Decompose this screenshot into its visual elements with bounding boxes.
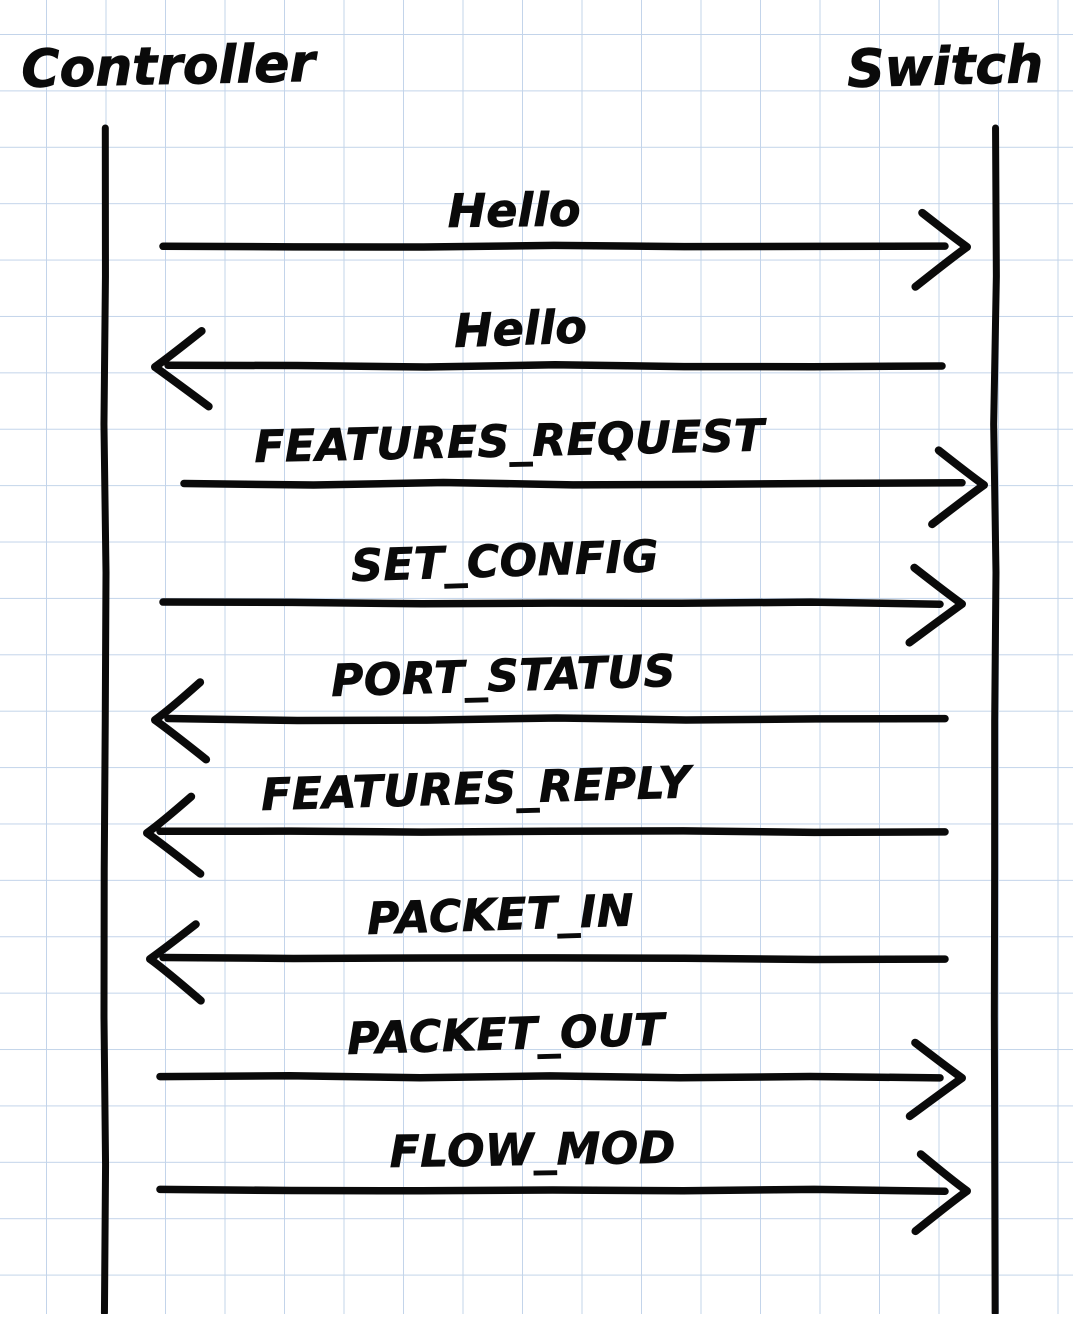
message-line-7 — [159, 953, 949, 964]
lifeline-controller — [100, 124, 110, 1317]
lifeline-switch — [990, 124, 1000, 1317]
arrowhead-6 — [143, 792, 205, 878]
arrowhead-4 — [905, 563, 966, 647]
message-line-1 — [159, 241, 949, 251]
arrowhead-9 — [911, 1150, 971, 1236]
actor-label-controller: Controller — [20, 33, 316, 100]
arrowhead-1 — [911, 208, 971, 291]
message-label-8: PACKET_OUT — [346, 1004, 666, 1065]
message-line-8 — [156, 1071, 944, 1082]
message-label-9: FLOW_MOD — [389, 1122, 677, 1178]
message-arrows-group — [143, 208, 988, 1236]
arrowhead-7 — [146, 920, 205, 1005]
arrowhead-8 — [905, 1038, 966, 1121]
message-line-6 — [156, 827, 949, 837]
message-line-9 — [156, 1185, 949, 1196]
message-label-7: PACKET_IN — [366, 885, 635, 945]
arrowhead-3 — [928, 446, 988, 529]
message-label-2: Hello — [453, 299, 588, 358]
message-line-5 — [164, 714, 949, 725]
arrowhead-2 — [151, 327, 213, 411]
lifelines-group — [100, 124, 1000, 1317]
message-label-4: SET_CONFIG — [350, 531, 660, 593]
message-label-5: PORT_STATUS — [330, 645, 677, 707]
message-line-4 — [159, 598, 944, 608]
message-line-2 — [164, 361, 946, 371]
message-line-3 — [180, 478, 966, 489]
message-label-1: Hello — [447, 182, 581, 238]
arrowhead-5 — [151, 678, 211, 764]
actor-label-switch: Switch — [846, 34, 1044, 101]
